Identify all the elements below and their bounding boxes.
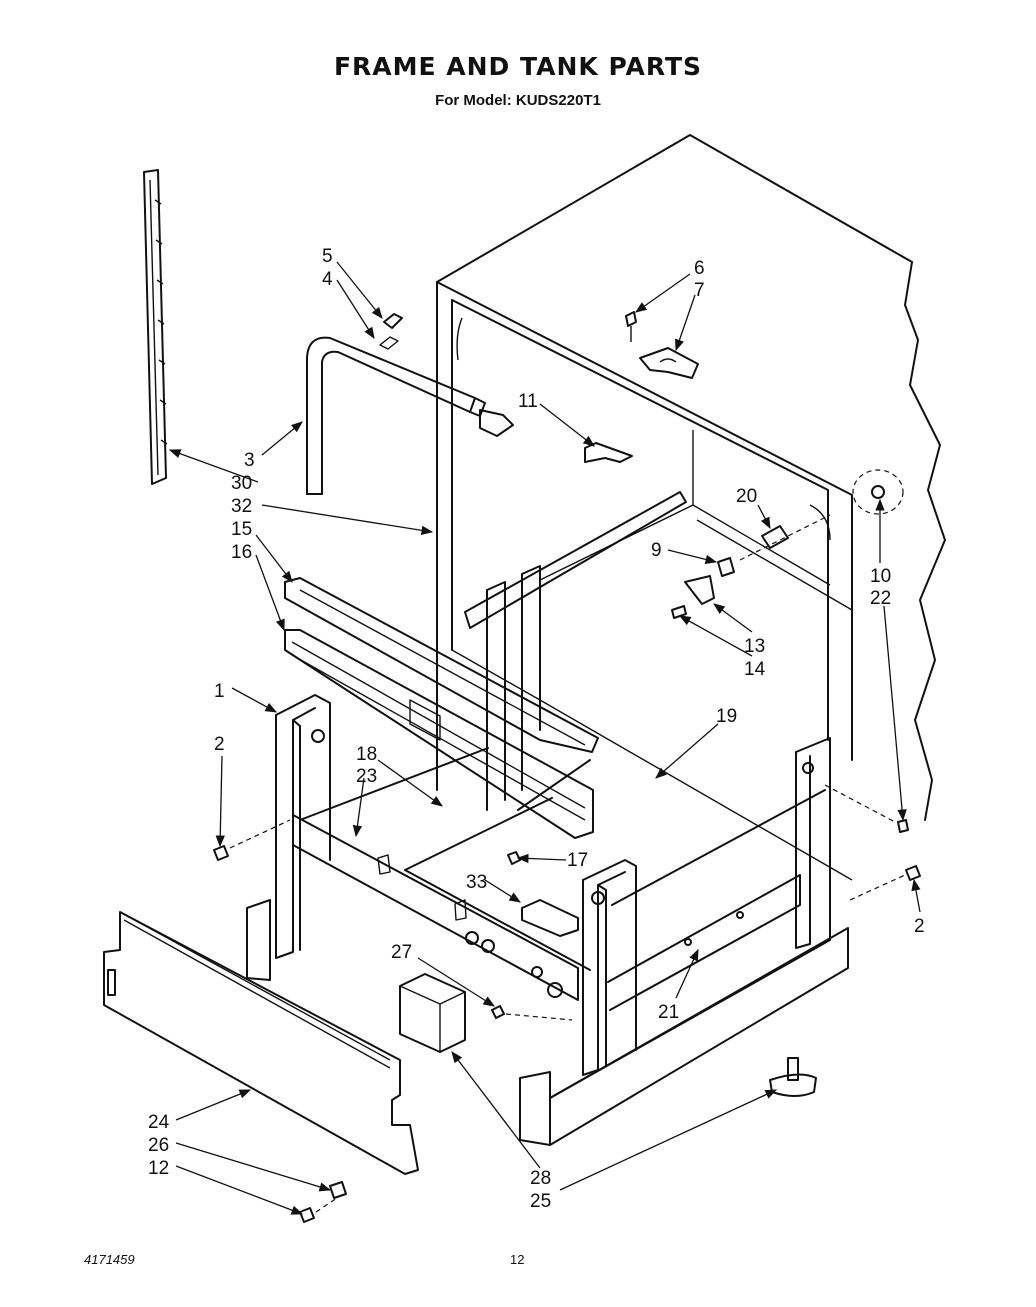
- part-6-screw: [625, 311, 637, 342]
- page-number: 12: [510, 1252, 525, 1267]
- part-1-right-upright: [582, 859, 637, 1076]
- hardware-9-13-14-20: [671, 514, 831, 619]
- callout-7: 7: [694, 280, 705, 301]
- base-front: [519, 927, 849, 1146]
- leader-lines: [168, 261, 921, 1215]
- part-16-lower-rail: [284, 629, 594, 839]
- callout-2: 2: [214, 734, 225, 755]
- part-24-toe-panel: [103, 911, 419, 1175]
- part-15-upper-rail: [284, 577, 599, 753]
- callout-labels: 5 4 6 7 11 3 30 32 15 16 20 9 10 22 13 1…: [148, 246, 925, 1212]
- callout-17: 17: [567, 850, 588, 871]
- frame-crossmembers: [292, 747, 826, 1011]
- callout-24: 24: [148, 1112, 170, 1133]
- interior-rail: [464, 491, 687, 629]
- callout-28: 28: [530, 1168, 551, 1189]
- part-1-left-upright: [246, 694, 331, 981]
- callout-21: 21: [658, 1002, 679, 1023]
- callout-19: 19: [716, 706, 737, 727]
- callout-32: 32: [231, 496, 252, 517]
- callout-11: 11: [518, 391, 538, 412]
- callout-22: 22: [870, 588, 891, 609]
- part-11-clip: [584, 442, 633, 463]
- model-subtitle: For Model: KUDS220T1: [435, 92, 601, 109]
- callout-3: 3: [244, 450, 255, 471]
- callout-30: 30: [231, 473, 252, 494]
- callout-18: 18: [356, 744, 377, 765]
- part-33-pad: [521, 899, 579, 937]
- callout-5: 5: [322, 246, 333, 267]
- part-5-clip: [383, 313, 403, 329]
- document-number: 4171459: [84, 1252, 135, 1267]
- callout-9: 9: [651, 540, 662, 561]
- callout-1: 1: [214, 681, 225, 702]
- part-30-side-strip: [143, 169, 168, 485]
- part-10-dashed-detail: [852, 469, 904, 515]
- callout-16: 16: [231, 542, 252, 563]
- part-3-door-seal: [306, 336, 514, 495]
- callout-10: 10: [870, 566, 891, 587]
- callout-26: 26: [148, 1135, 169, 1156]
- part-28-junction-box: [399, 973, 466, 1053]
- callout-13: 13: [744, 636, 765, 657]
- callout-2-right: 2: [914, 916, 925, 937]
- callout-33: 33: [466, 872, 487, 893]
- alignment-lines: [229, 784, 906, 1213]
- callout-4: 4: [322, 269, 333, 290]
- part-25-leveling-leg: [769, 1057, 817, 1097]
- part-7-bracket: [639, 347, 699, 379]
- callout-12: 12: [148, 1158, 169, 1179]
- tank-cabinet: [436, 134, 946, 881]
- callout-6: 6: [694, 258, 705, 279]
- rear-right-upright: [486, 565, 831, 949]
- callout-14: 14: [744, 659, 766, 680]
- callout-23: 23: [356, 766, 377, 787]
- callout-15: 15: [231, 519, 252, 540]
- callout-25: 25: [530, 1191, 551, 1212]
- page-title: FRAME AND TANK PARTS: [333, 52, 703, 81]
- callout-27: 27: [391, 942, 412, 963]
- callout-20: 20: [736, 486, 757, 507]
